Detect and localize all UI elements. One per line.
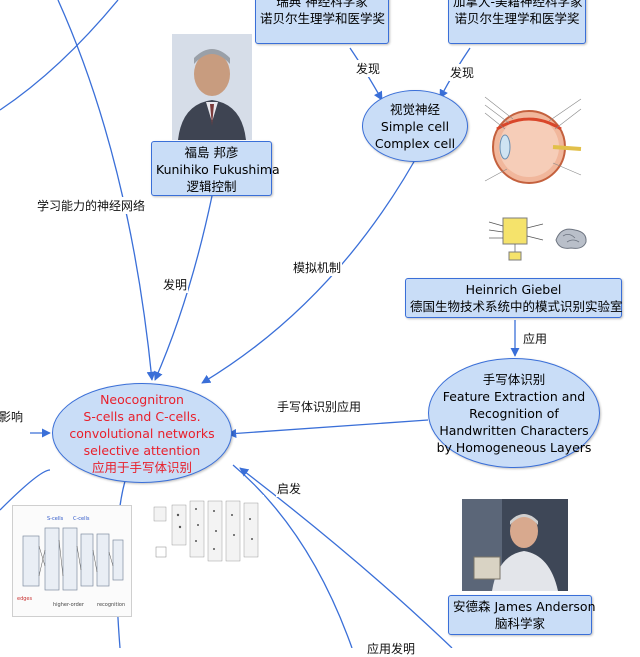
node-anderson-line-1: 安德森 James Anderson xyxy=(453,599,596,614)
node-giebel-line-2: 德国生物技术系统中的模式识别实验室 xyxy=(410,299,623,314)
edge-fukushima-to-neocognitron xyxy=(154,195,213,381)
svg-text:recognition: recognition xyxy=(97,602,125,608)
feature-grid-image xyxy=(152,495,264,573)
node-anderson[interactable]: 安德森 James Anderson 脑科学家 xyxy=(448,595,596,635)
svg-text:higher-order: higher-order xyxy=(53,602,85,608)
node-fukushima-line-2: Kunihiko Fukushima xyxy=(156,162,280,177)
node-torsten-wiesel-line-1: 瑞典 神经科学家 xyxy=(276,0,368,9)
edge-label-invent: 发明 xyxy=(162,276,189,293)
anderson-photo xyxy=(462,499,568,591)
node-handwriting-line-5: by Homogeneous Layers xyxy=(436,439,592,455)
node-handwriting-line-2: Feature Extraction and xyxy=(442,388,586,404)
node-david-hubel-line-2: 诺贝尔生理学和医学奖 xyxy=(454,11,580,26)
node-fukushima[interactable]: 福島 邦彦 Kunihiko Fukushima 逻辑控制 xyxy=(151,141,280,196)
node-neocognitron-line-1: Neocognitron xyxy=(100,391,184,407)
node-david-hubel[interactable]: 加拿大-美籍神经科学家 诺贝尔生理学和医学奖 xyxy=(448,0,586,44)
node-neocognitron-line-4: selective attention xyxy=(83,442,201,458)
node-giebel-line-1: Heinrich Giebel xyxy=(465,282,562,297)
node-visual-nerve-line-2: Simple cell xyxy=(380,118,450,134)
node-anderson-line-2: 脑科学家 xyxy=(494,616,545,631)
node-torsten-wiesel-line-2: 诺贝尔生理学和医学奖 xyxy=(260,11,386,26)
neocognitron-architecture-image: S-cells C-cells edges higher-order recog… xyxy=(12,505,132,617)
edge-inspire-up xyxy=(239,467,453,648)
node-handwriting[interactable]: 手写体识别 Feature Extraction and Recognition… xyxy=(428,358,600,468)
node-visual-nerve-line-1: 视觉神经 xyxy=(389,101,440,117)
svg-text:S-cells: S-cells xyxy=(47,516,64,522)
edge-label-discover-left: 发现 xyxy=(355,60,382,77)
eye-anatomy-image xyxy=(483,89,583,197)
node-neocognitron-line-5: 应用于手写体识别 xyxy=(91,459,192,475)
edge-label-apply: 应用 xyxy=(522,330,549,347)
node-visual-nerve-line-3: Complex cell xyxy=(374,135,456,151)
edge-inspire-down xyxy=(232,464,353,648)
edge-label-influence: 影响 xyxy=(0,408,25,425)
node-handwriting-line-3: Recognition of xyxy=(469,405,559,421)
svg-text:edges: edges xyxy=(17,596,33,602)
node-neocognitron-line-2: S-cells and C-cells. xyxy=(83,408,201,424)
edge-label-learning-nn: 学习能力的神经网络 xyxy=(36,197,147,214)
node-fukushima-line-1: 福島 邦彦 xyxy=(184,145,239,160)
node-visual-nerve[interactable]: 视觉神经 Simple cell Complex cell xyxy=(362,90,468,162)
edge-label-apply-invent: 应用发明 xyxy=(366,640,417,657)
edge-label-inspire: 启发 xyxy=(276,480,303,497)
edge-learning-curve xyxy=(57,0,156,381)
node-handwriting-line-4: Handwritten Characters xyxy=(439,422,589,438)
giebel-circuit-image xyxy=(485,210,547,266)
node-david-hubel-line-1: 加拿大-美籍神经科学家 xyxy=(453,0,583,9)
node-handwriting-line-1: 手写体识别 xyxy=(482,371,546,387)
svg-text:C-cells: C-cells xyxy=(73,516,90,522)
edge-label-handwriting-apply: 手写体识别应用 xyxy=(276,398,363,415)
node-giebel[interactable]: Heinrich Giebel 德国生物技术系统中的模式识别实验室 xyxy=(405,278,623,318)
edge-lower-left-curve xyxy=(0,469,51,511)
edge-label-simulate: 模拟机制 xyxy=(292,259,343,276)
edge-visual-to-neocognitron xyxy=(201,141,426,384)
node-neocognitron-line-3: convolutional networks xyxy=(69,425,215,441)
node-neocognitron[interactable]: Neocognitron S-cells and C-cells. convol… xyxy=(52,383,232,483)
edge-handwriting-to-neocognitron xyxy=(227,419,429,438)
edge-learning-curve-2 xyxy=(0,0,119,111)
fukushima-photo xyxy=(172,34,252,140)
node-torsten-wiesel[interactable]: 瑞典 神经科学家 诺贝尔生理学和医学奖 xyxy=(255,0,389,44)
edge-label-discover-right: 发现 xyxy=(449,64,476,81)
brain-image xyxy=(553,224,589,252)
node-fukushima-line-3: 逻辑控制 xyxy=(186,179,237,194)
